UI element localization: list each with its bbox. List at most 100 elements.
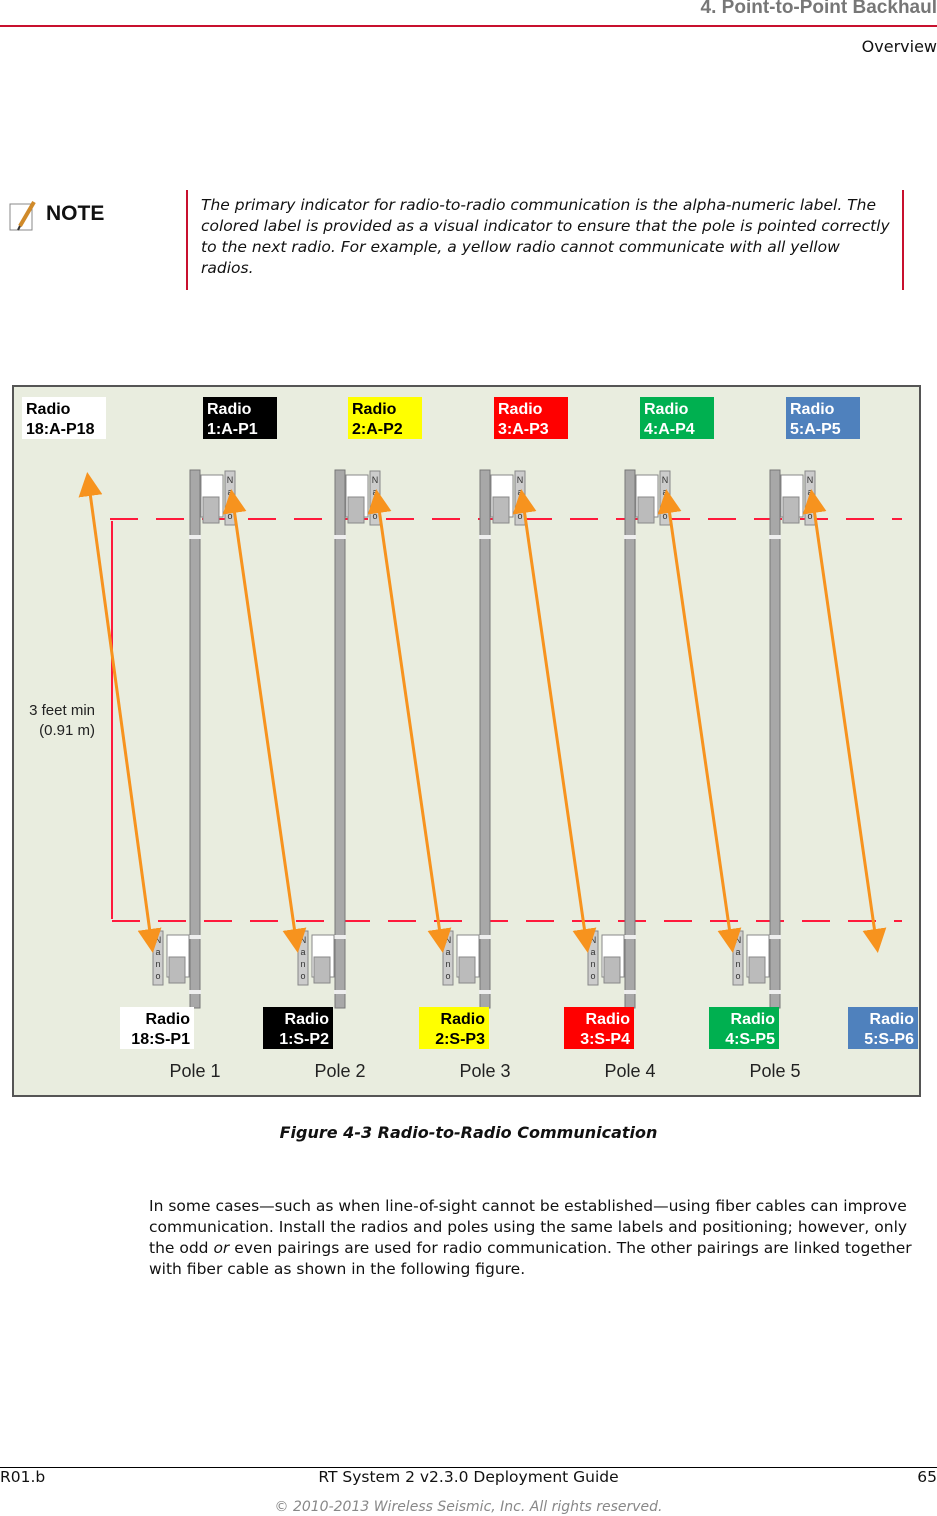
top-radio-label-text: 18:A-P18 [26, 421, 95, 438]
pole-clamp [334, 935, 346, 939]
radio-nano-label: Nano [733, 935, 743, 983]
top-radio-label-text: Radio [644, 401, 689, 418]
bottom-radio-label-bg [848, 1007, 918, 1049]
link-arrow [222, 489, 307, 953]
pole-label: Pole 3 [459, 1061, 510, 1081]
bottom-radio-label-text: 18:S-P1 [131, 1031, 190, 1048]
bottom-radio-label-text: 2:S-P3 [435, 1031, 485, 1048]
footer-revision: R01.b [0, 1468, 46, 1486]
note-box [186, 190, 904, 290]
top-radio-label-text: Radio [498, 401, 543, 418]
bottom-radio-label-bg [564, 1007, 634, 1049]
radio-mount [603, 956, 621, 984]
top-radio-label-text: Radio [207, 401, 252, 418]
note-label: NOTE [46, 202, 105, 225]
pole-clamp [769, 990, 781, 994]
radio-mount [168, 956, 186, 984]
body-text-emphasis: or [213, 1239, 230, 1257]
figure-caption: Figure 4-3 Radio-to-Radio Communication [279, 1123, 658, 1142]
pole [189, 469, 201, 1009]
radio-mount [458, 956, 476, 984]
pole-clamp [479, 990, 491, 994]
top-radio-label-bg [494, 397, 568, 439]
section-title: Overview [861, 37, 937, 56]
pole-clamp [624, 990, 636, 994]
bottom-radio-label-text: 4:S-P5 [725, 1031, 775, 1048]
pole-label: Pole 4 [604, 1061, 655, 1081]
top-radio-label-bg [640, 397, 714, 439]
pole-label: Pole 2 [314, 1061, 365, 1081]
bottom-radio-label-text: Radio [146, 1011, 191, 1028]
radio-mount [202, 496, 220, 524]
radio-mount [782, 496, 800, 524]
radio-mount [313, 956, 331, 984]
pole [624, 469, 636, 1009]
radio-mount [748, 956, 766, 984]
top-radio-label-bg [786, 397, 860, 439]
link-arrow [657, 489, 742, 953]
bottom-radio-label-text: 1:S-P2 [279, 1031, 329, 1048]
page-number: 65 [917, 1468, 937, 1486]
top-radio-label-text: 4:A-P4 [644, 421, 695, 438]
pole-clamp [769, 935, 781, 939]
note-pencil-icon [8, 200, 38, 232]
header-rule [0, 25, 937, 27]
footer-rule [0, 1467, 937, 1468]
top-radio-label-text: Radio [352, 401, 397, 418]
radio-mount [637, 496, 655, 524]
pole-clamp [189, 935, 201, 939]
bottom-radio-label-text: 3:S-P4 [580, 1031, 630, 1048]
chapter-title: 4. Point-to-Point Backhaul [700, 0, 937, 18]
link-arrow [78, 472, 162, 953]
pole-clamp [479, 935, 491, 939]
radio-nano-label: Nano [443, 935, 453, 983]
link-arrow [802, 489, 887, 953]
pole-label: Pole 5 [749, 1061, 800, 1081]
body-paragraph: In some cases—such as when line-of-sight… [149, 1196, 934, 1280]
body-text-part: even pairings are used for radio communi… [149, 1239, 912, 1278]
bottom-radio-label-bg [263, 1007, 333, 1049]
bottom-radio-label-text: 5:S-P6 [864, 1031, 914, 1048]
radio-nano-label: Nano [153, 935, 163, 983]
pole [334, 469, 346, 1009]
top-radio-label-text: 1:A-P1 [207, 421, 258, 438]
bottom-radio-label-text: Radio [870, 1011, 915, 1028]
pole-clamp [479, 535, 491, 539]
top-radio-label-text: 3:A-P3 [498, 421, 549, 438]
footer-doc-title: RT System 2 v2.3.0 Deployment Guide [318, 1468, 619, 1486]
link-arrow [512, 489, 597, 953]
note-text: The primary indicator for radio-to-radio… [201, 196, 890, 277]
spacing-label: 3 feet min [29, 702, 95, 719]
bottom-radio-label-text: Radio [285, 1011, 330, 1028]
pole-clamp [624, 935, 636, 939]
pole-clamp [189, 990, 201, 994]
top-radio-label-bg [22, 397, 106, 439]
bottom-radio-label-bg [120, 1007, 194, 1049]
pole-clamp [769, 535, 781, 539]
pole-clamp [334, 990, 346, 994]
bottom-radio-label-text: Radio [441, 1011, 486, 1028]
radio-mount [492, 496, 510, 524]
bottom-radio-label-bg [709, 1007, 779, 1049]
pole-clamp [189, 535, 201, 539]
bottom-radio-label-bg [419, 1007, 489, 1049]
copyright: © 2010-2013 Wireless Seismic, Inc. All r… [274, 1499, 663, 1515]
spacing-label: (0.91 m) [39, 722, 95, 739]
bottom-radio-label-text: Radio [731, 1011, 776, 1028]
top-radio-label-bg [348, 397, 422, 439]
pole [479, 469, 491, 1009]
top-radio-label-bg [203, 397, 277, 439]
top-radio-label-text: 5:A-P5 [790, 421, 841, 438]
bottom-radio-label-text: Radio [586, 1011, 631, 1028]
radio-mount [347, 496, 365, 524]
pole-clamp [624, 535, 636, 539]
pole-clamp [334, 535, 346, 539]
top-radio-label-text: Radio [790, 401, 835, 418]
top-radio-label-text: Radio [26, 401, 71, 418]
pole-label: Pole 1 [169, 1061, 220, 1081]
pole [769, 469, 781, 1009]
body-text-part: In some cases—such as when line-of-sight… [149, 1197, 908, 1257]
radio-nano-label: Nano [298, 935, 308, 983]
